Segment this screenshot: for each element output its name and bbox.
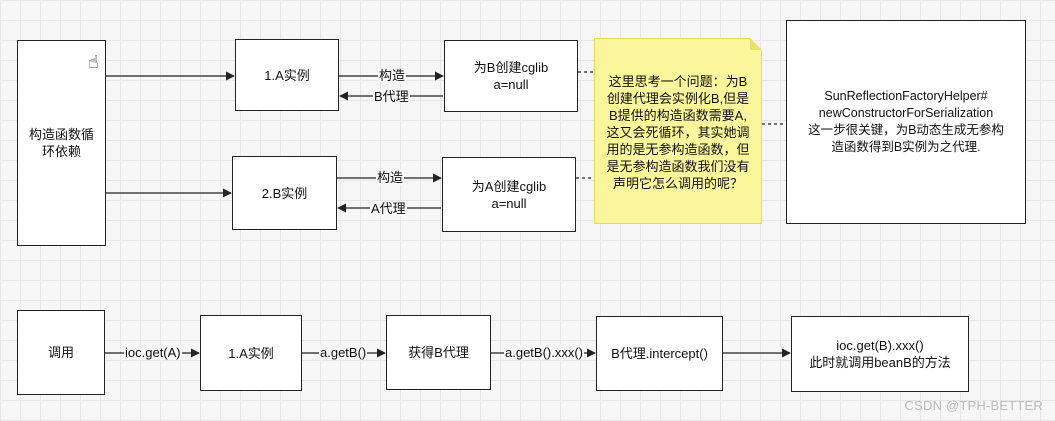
node-text-line: 这一步很关键，为B动态生成无参构: [808, 123, 1004, 137]
node-a-cglib[interactable]: 为A创建cglib a=null: [442, 157, 576, 232]
node-b-cglib[interactable]: 为B创建cglib a=null: [444, 40, 578, 112]
node-text-line: 调用: [47, 345, 74, 360]
node-text-line: newConstructorForSerialization: [818, 106, 994, 120]
node-text-line: 获得B代理: [408, 345, 469, 360]
hand-cursor-icon: ☝: [88, 52, 99, 72]
node-a-instance-bottom[interactable]: 1.A实例: [200, 315, 302, 391]
node-text-line: 1.A实例: [264, 67, 310, 83]
node-text-line: 造函数得到B实例为之代理.: [831, 140, 981, 154]
node-text-line: 此时就调用beanB的方法: [809, 355, 951, 370]
node-text-line: 2.B实例: [261, 185, 308, 201]
edge-label-construct-2: 构造: [376, 170, 405, 185]
edge-label-ioc-get-a: ioc.get(A): [124, 345, 182, 360]
note-line: 创建代理会实例化B,但是: [606, 91, 750, 106]
node-final-call[interactable]: ioc.get(B).xxx() 此时就调用beanB的方法: [791, 316, 969, 392]
node-a-instance-top[interactable]: 1.A实例: [235, 39, 339, 111]
node-text-line: 1.A实例: [228, 345, 274, 361]
edge-label-b-proxy: B代理: [373, 89, 410, 104]
node-text-line: 构造函数循: [28, 127, 94, 142]
note-question[interactable]: 这里思考一个问题：为B 创建代理会实例化B,但是 B提供的构造函数需要A, 这又…: [594, 38, 762, 224]
note-line: 这又会死循环，其实她调: [606, 125, 750, 140]
node-constructor-cycle[interactable]: 构造函数循 环依赖: [17, 40, 106, 246]
node-invoke[interactable]: 调用: [17, 310, 105, 395]
watermark-text: CSDN @TPH-BETTER: [904, 398, 1043, 413]
note-line: 用的是无参构造函数，但: [606, 142, 750, 157]
node-text-line: 为A创建cglib: [471, 178, 547, 194]
note-line: 这里思考一个问题：为B: [608, 74, 748, 89]
edge-label-a-get-b: a.getB(): [319, 345, 368, 360]
note-line: 是无参构造函数我们没有: [606, 159, 750, 174]
node-text-line: 环依赖: [41, 144, 81, 159]
node-text-line: 为B创建cglib: [473, 60, 549, 75]
node-get-b-proxy[interactable]: 获得B代理: [386, 315, 491, 390]
edge-label-a-get-b-xxx: a.getB().xxx(): [504, 345, 585, 360]
node-text-line: ioc.get(B).xxx(): [836, 338, 924, 353]
node-b-intercept[interactable]: B代理.intercept(): [596, 316, 723, 391]
edge-label-a-proxy: A代理: [370, 201, 407, 216]
note-line: 声明它怎么调用的呢？: [612, 176, 743, 191]
node-reflection-helper[interactable]: SunReflectionFactoryHelper# newConstruct…: [786, 20, 1026, 224]
node-text-line: a=null: [491, 195, 527, 211]
edge-label-construct-1: 构造: [378, 68, 407, 83]
node-text-line: B代理.intercept(): [611, 346, 708, 361]
node-text-line: a=null: [493, 77, 529, 92]
node-b-instance[interactable]: 2.B实例: [232, 156, 337, 230]
note-line: B提供的构造函数需要A,: [609, 108, 747, 123]
node-text-line: SunReflectionFactoryHelper#: [824, 89, 988, 103]
